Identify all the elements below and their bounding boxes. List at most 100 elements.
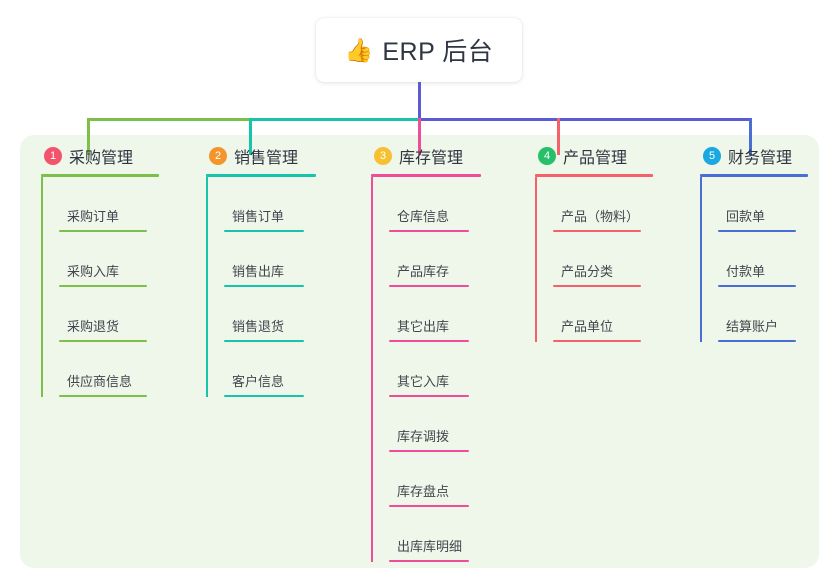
branch-item[interactable]: 产品（物料）	[553, 177, 653, 232]
branch-number-badge: 4	[538, 147, 556, 165]
branch-drop-3	[418, 118, 421, 155]
branch-item[interactable]: 出库库明细	[389, 507, 481, 562]
branch-item-underline	[389, 505, 469, 507]
branch-item-label: 采购订单	[67, 209, 120, 224]
branch-item[interactable]: 采购订单	[59, 177, 159, 232]
branch-items-5: 回款单付款单结算账户	[700, 177, 808, 342]
branch-title: 财务管理	[728, 150, 793, 167]
branch-item-label: 销售退货	[232, 319, 285, 334]
branch-item-label: 仓库信息	[397, 209, 450, 224]
branch-item-label: 出库库明细	[397, 539, 463, 554]
branch-item-label: 采购退货	[67, 319, 120, 334]
branch-item[interactable]: 回款单	[718, 177, 808, 232]
branch-item[interactable]: 销售出库	[224, 232, 316, 287]
branch-title: 采购管理	[69, 150, 134, 167]
branch-header-2[interactable]: 2 销售管理	[206, 144, 316, 168]
branch-header-1[interactable]: 1 采购管理	[41, 144, 159, 168]
branch-column-4: 4 产品管理产品（物料） 产品分类产品单位	[535, 144, 653, 342]
branch-item-label: 其它出库	[397, 319, 450, 334]
branch-item-label: 销售出库	[232, 264, 285, 279]
branch-item-underline	[224, 395, 304, 397]
branch-drop-2	[249, 118, 252, 155]
branch-item-underline	[389, 560, 469, 562]
branch-underline	[41, 174, 159, 177]
branch-item[interactable]: 库存盘点	[389, 452, 481, 507]
branch-underline	[700, 174, 808, 177]
branch-item-label: 回款单	[726, 209, 766, 224]
branch-item-label: 销售订单	[232, 209, 285, 224]
branch-item-underline	[389, 395, 469, 397]
root-node-title: ERP 后台	[382, 38, 494, 66]
branch-item[interactable]: 其它入库	[389, 342, 481, 397]
branch-item-underline	[59, 395, 147, 397]
trunk-segment-3	[418, 118, 752, 121]
branch-item[interactable]: 供应商信息	[59, 342, 159, 397]
branch-item-label: 其它入库	[397, 374, 450, 389]
branch-item-label: 供应商信息	[67, 374, 133, 389]
branch-item[interactable]: 产品库存	[389, 232, 481, 287]
branch-spine	[700, 177, 702, 342]
branch-drop-5	[749, 118, 752, 155]
root-stem-line	[418, 82, 421, 121]
branch-item-label: 产品单位	[561, 319, 614, 334]
branch-item-underline	[59, 230, 147, 232]
branch-item[interactable]: 其它出库	[389, 287, 481, 342]
branch-item-underline	[224, 285, 304, 287]
trunk-segment-1	[87, 118, 250, 121]
branch-number-badge: 1	[44, 147, 62, 165]
branch-item-underline	[59, 285, 147, 287]
branch-items-1: 采购订单采购入库采购退货供应商信息	[41, 177, 159, 397]
branch-item[interactable]: 销售退货	[224, 287, 316, 342]
branch-number-badge: 3	[374, 147, 392, 165]
branch-item-underline	[389, 340, 469, 342]
branch-item-underline	[389, 230, 469, 232]
branch-item[interactable]: 产品单位	[553, 287, 653, 342]
branch-drop-4	[557, 118, 560, 155]
branch-items-4: 产品（物料） 产品分类产品单位	[535, 177, 653, 342]
branch-item[interactable]: 采购退货	[59, 287, 159, 342]
branch-column-2: 2 销售管理销售订单销售出库销售退货客户信息	[206, 144, 316, 397]
branch-item-label: 结算账户	[726, 319, 779, 334]
branch-item-label: 产品分类	[561, 264, 614, 279]
branch-item[interactable]: 客户信息	[224, 342, 316, 397]
branch-number-badge: 2	[209, 147, 227, 165]
branch-underline	[535, 174, 653, 177]
branch-drop-1	[87, 118, 90, 155]
branch-item[interactable]: 结算账户	[718, 287, 808, 342]
branch-item[interactable]: 付款单	[718, 232, 808, 287]
branches-panel	[20, 135, 819, 568]
branch-title: 销售管理	[234, 150, 299, 167]
branch-item-underline	[224, 340, 304, 342]
branch-item[interactable]: 采购入库	[59, 232, 159, 287]
root-node-erp-backend[interactable]: 👍 ERP 后台	[316, 18, 522, 82]
branch-column-1: 1 采购管理采购订单采购入库采购退货供应商信息	[41, 144, 159, 397]
branch-header-4[interactable]: 4 产品管理	[535, 144, 653, 168]
branch-item[interactable]: 库存调拨	[389, 397, 481, 452]
branch-item[interactable]: 产品分类	[553, 232, 653, 287]
thumbs-up-icon: 👍	[344, 36, 374, 63]
branch-item-underline	[389, 285, 469, 287]
branch-item-underline	[553, 285, 641, 287]
branch-item-underline	[389, 450, 469, 452]
branch-item-label: 产品库存	[397, 264, 450, 279]
branch-items-3: 仓库信息产品库存其它出库其它入库库存调拨库存盘点出库库明细	[371, 177, 481, 562]
branch-title: 产品管理	[563, 150, 628, 167]
branch-item[interactable]: 仓库信息	[389, 177, 481, 232]
branch-spine	[206, 177, 208, 397]
branch-spine	[371, 177, 373, 562]
branch-item-underline	[553, 230, 641, 232]
branch-item-label: 库存调拨	[397, 429, 450, 444]
branch-items-2: 销售订单销售出库销售退货客户信息	[206, 177, 316, 397]
branch-item-label: 付款单	[726, 264, 766, 279]
branch-item-underline	[59, 340, 147, 342]
branch-underline	[371, 174, 481, 177]
branch-spine	[41, 177, 43, 397]
branch-item[interactable]: 销售订单	[224, 177, 316, 232]
branch-item-label: 客户信息	[232, 374, 285, 389]
branch-item-underline	[718, 230, 796, 232]
